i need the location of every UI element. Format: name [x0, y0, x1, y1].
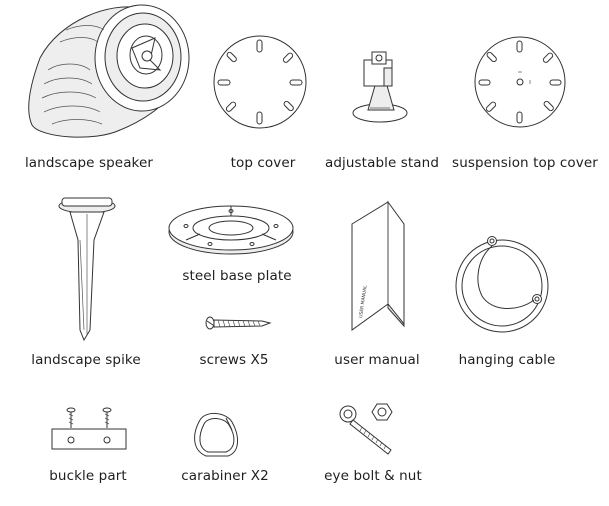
- screws-illustration: [206, 317, 270, 329]
- hanging-cable-illustration: [456, 237, 548, 333]
- label-user-manual: user manual: [334, 352, 420, 368]
- landscape-speaker-illustration: [29, 5, 189, 137]
- carabiner-illustration: [195, 413, 238, 456]
- label-carabiner: carabiner X2: [181, 468, 269, 484]
- label-landscape-speaker: landscape speaker: [24, 155, 154, 171]
- label-suspension-top-cover: suspension top cover: [452, 155, 598, 171]
- label-eye-bolt-and-nut: eye bolt & nut: [324, 468, 422, 484]
- suspension-top-cover-illustration: [475, 37, 565, 127]
- buckle-part-illustration: [52, 408, 126, 449]
- steel-base-plate-illustration: [169, 206, 293, 254]
- label-steel-base-plate: steel base plate: [182, 268, 292, 284]
- label-buckle-part: buckle part: [49, 468, 127, 484]
- top-cover-illustration: [214, 36, 306, 128]
- label-top-cover: top cover: [230, 155, 296, 171]
- manual-cover-text: USER MANUAL: [358, 285, 369, 319]
- user-manual-illustration: USER MANUAL: [352, 202, 404, 330]
- adjustable-stand-illustration: [353, 52, 407, 122]
- label-screws: screws X5: [199, 352, 269, 368]
- landscape-spike-illustration: [59, 198, 115, 340]
- label-landscape-spike: landscape spike: [31, 352, 141, 368]
- eye-bolt-and-nut-illustration: [340, 404, 392, 454]
- label-hanging-cable: hanging cable: [458, 352, 556, 368]
- label-adjustable-stand: adjustable stand: [325, 155, 439, 171]
